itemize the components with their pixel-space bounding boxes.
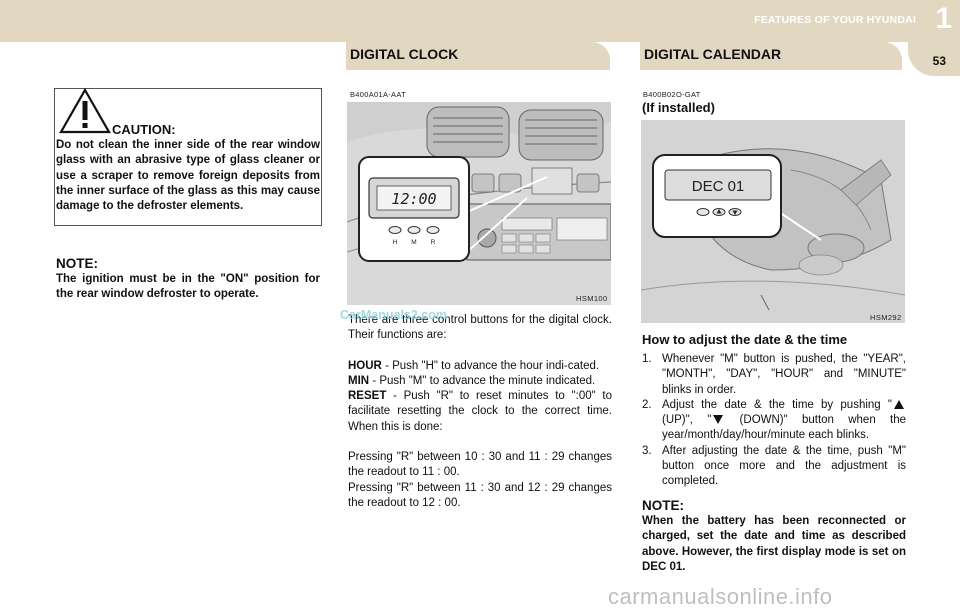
clock-display-time: 12:00 bbox=[391, 190, 436, 208]
calendar-figure-code: HSM292 bbox=[870, 313, 902, 322]
calendar-section-code: B400B02O-GAT bbox=[643, 90, 701, 99]
chapter-label: FEATURES OF YOUR HYUNDAI bbox=[754, 14, 916, 26]
min-text: - Push "M" to advance the minute indicat… bbox=[369, 374, 596, 387]
hour-label: HOUR bbox=[348, 359, 382, 372]
reset-label: RESET bbox=[348, 390, 387, 403]
clock-instructions: There are three control buttons for the … bbox=[348, 313, 612, 511]
caution-box bbox=[54, 88, 322, 226]
note-text-right: When the battery has been reconnected or… bbox=[642, 515, 906, 573]
clock-button-m-label: M bbox=[411, 239, 416, 246]
page-number: 53 bbox=[932, 54, 946, 68]
min-label: MIN bbox=[348, 374, 370, 387]
calendar-subtitle: (If installed) bbox=[642, 100, 715, 115]
adjust-steps-list: 1. Whenever "M" button is pushed, the "Y… bbox=[642, 352, 906, 490]
hour-text: - Push "H" to advance the hour indi-cate… bbox=[381, 359, 600, 372]
pressing-example-2: Pressing "R" between 11 : 30 and 12 : 29… bbox=[348, 481, 612, 509]
up-triangle-icon bbox=[894, 399, 904, 409]
chapter-number: 1 bbox=[935, 2, 952, 35]
list-item: 1. Whenever "M" button is pushed, the "Y… bbox=[642, 353, 906, 396]
calendar-illustration: DEC 01 bbox=[641, 120, 905, 323]
clock-button-r-label: R bbox=[431, 239, 436, 246]
list-item: 2. Adjust the date & the time by pushing… bbox=[642, 398, 906, 442]
clock-illustration: 12:00 H M R bbox=[347, 102, 611, 305]
watermark-carmanuals2: CarManuals2.com bbox=[340, 308, 447, 322]
chapter-tab bbox=[908, 0, 960, 76]
caution-text: Do not clean the inner side of the rear … bbox=[56, 139, 320, 213]
note-text-left: The ignition must be in the "ON" positio… bbox=[56, 273, 320, 301]
clock-section-code: B400A01A-AAT bbox=[350, 90, 406, 99]
clock-figure-code: HSM100 bbox=[576, 294, 608, 303]
tab-digital-clock: DIGITAL CLOCK bbox=[346, 42, 610, 70]
watermark-carmanualsonline: carmanualsonline.info bbox=[608, 584, 833, 609]
clock-button-h-label: H bbox=[393, 239, 398, 246]
calendar-display: DEC 01 bbox=[692, 178, 745, 195]
list-item: 3. After adjusting the date & the time, … bbox=[642, 444, 906, 488]
caution-title: CAUTION: bbox=[112, 122, 176, 137]
down-triangle-icon bbox=[713, 415, 724, 425]
reset-instruction: RESET - Push "R" to reset minutes to ":0… bbox=[348, 389, 612, 435]
warning-icon bbox=[59, 88, 111, 134]
min-instruction: MIN - Push "M" to advance the minute ind… bbox=[348, 374, 612, 389]
note-title-right: NOTE: bbox=[642, 498, 684, 513]
section-title-calendar: DIGITAL CALENDAR bbox=[644, 46, 782, 62]
tab-digital-calendar: DIGITAL CALENDAR bbox=[640, 42, 902, 70]
note-title-left: NOTE: bbox=[56, 256, 98, 271]
how-to-adjust-title: How to adjust the date & the time bbox=[642, 332, 848, 347]
section-title-clock: DIGITAL CLOCK bbox=[350, 46, 459, 62]
header-band bbox=[0, 0, 960, 42]
reset-text: - Push "R" to reset minutes to ":00" to … bbox=[348, 390, 612, 433]
pressing-example-1: Pressing "R" between 10 : 30 and 11 : 29… bbox=[348, 451, 612, 479]
hour-instruction: HOUR - Push "H" to advance the hour indi… bbox=[348, 359, 612, 374]
clock-intro: There are three control buttons for the … bbox=[348, 314, 612, 342]
